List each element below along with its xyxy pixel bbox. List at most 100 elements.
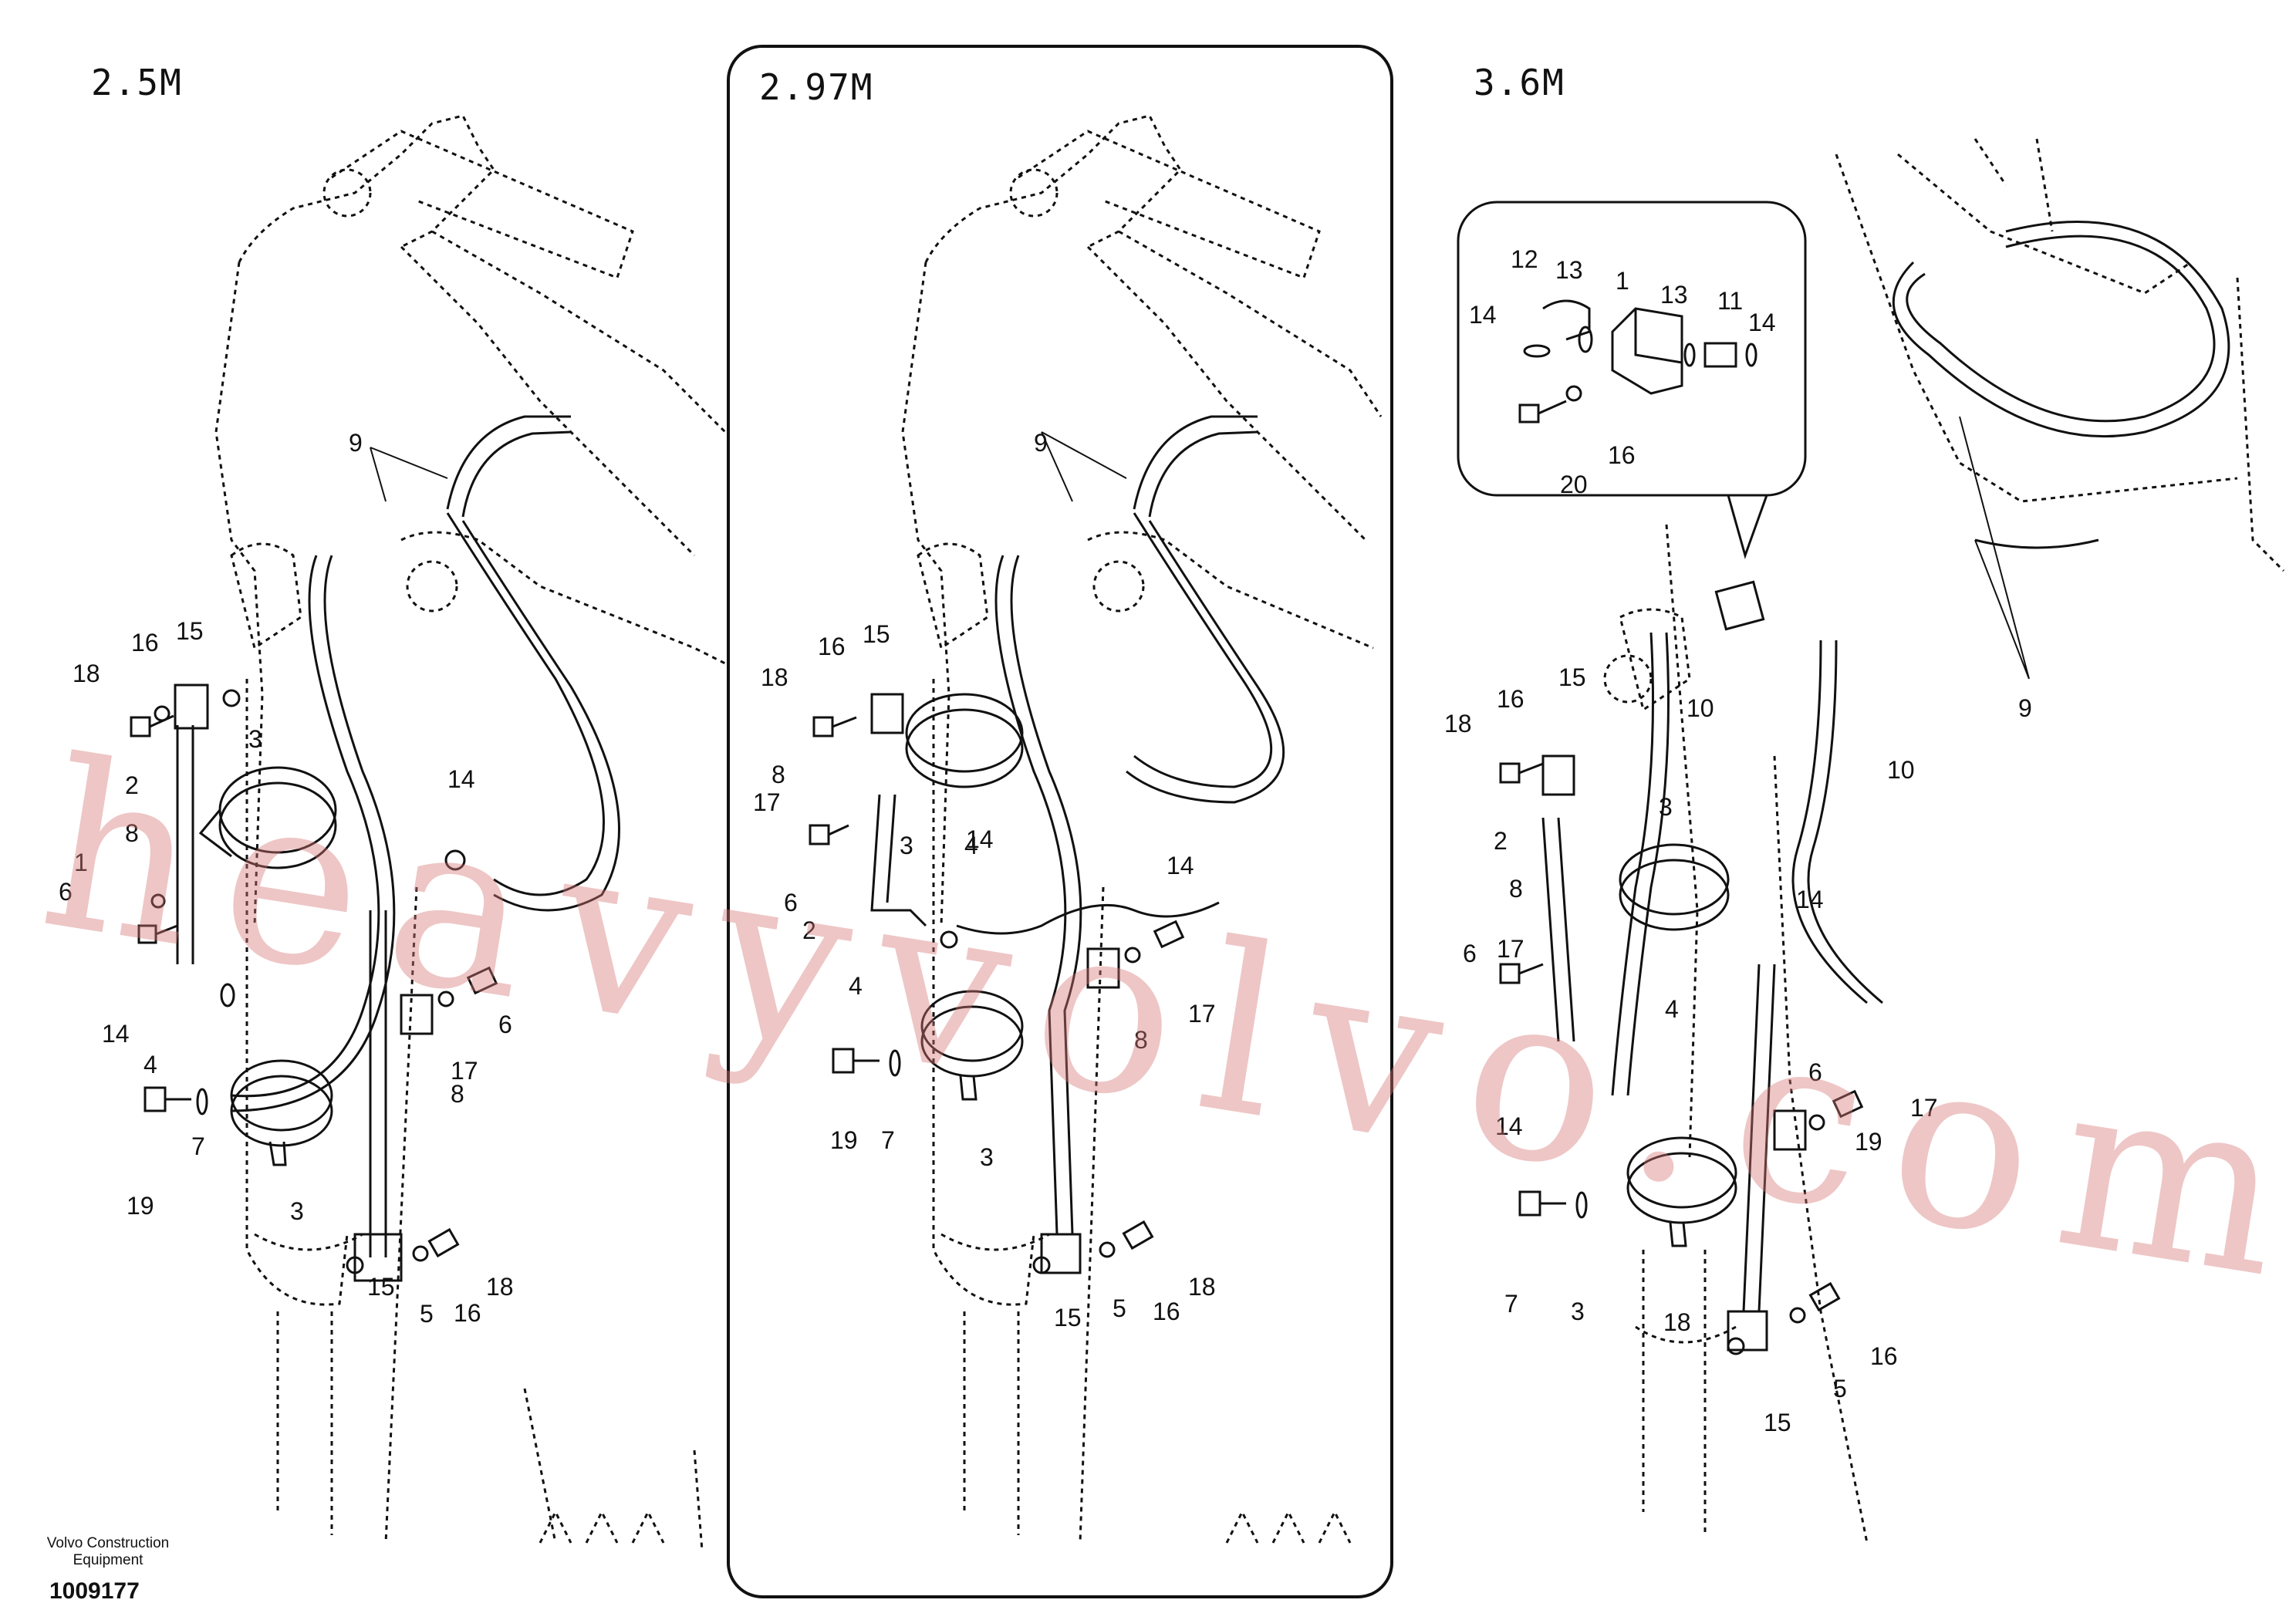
leader-lines (370, 416, 2030, 680)
callout-panel2-4: 4 (964, 832, 978, 859)
callout-panel3-11: 11 (1717, 287, 1744, 315)
bolts-panel1 (130, 689, 498, 1274)
callout-panel1-3: 3 (248, 725, 262, 753)
callout-panel2-8: 8 (1134, 1026, 1148, 1054)
callout-panel2-3: 3 (900, 832, 913, 859)
callout-panel3-16: 16 (1608, 441, 1636, 469)
callout-panel2-8: 8 (772, 761, 785, 788)
hoses-panel2 (870, 415, 1285, 1274)
clamps-panel3 (1619, 843, 1737, 1247)
callout-panel3-13: 13 (1555, 256, 1583, 284)
callout-panel3-9: 9 (2018, 694, 2032, 722)
hoses-panel3 (1541, 221, 2230, 1352)
callout-panel2-15: 15 (863, 620, 890, 648)
callout-panel1-16: 16 (454, 1299, 481, 1327)
callout-panel2-9: 9 (1034, 429, 1048, 457)
callout-panel2-7: 7 (881, 1126, 895, 1154)
callout-panel3-10: 10 (1887, 756, 1915, 784)
panel-frame-2-97m (727, 45, 1393, 1598)
callout-panel2-4: 4 (849, 972, 863, 1000)
callout-panel2-14: 14 (966, 825, 994, 853)
callout-panel3-3: 3 (1571, 1298, 1585, 1325)
boom-outline-panel1 (214, 114, 727, 1551)
callout-panel3-6: 6 (1808, 1058, 1822, 1086)
callout-panel2-17: 17 (1188, 1000, 1216, 1028)
callout-panel3-17: 17 (1497, 935, 1524, 963)
callout-panel2-15: 15 (1054, 1304, 1082, 1331)
bolts-panel2 (809, 716, 1185, 1274)
footer-brand-line1: Volvo Construction (46, 1535, 170, 1551)
panel-title-2-97m: 2.97M (759, 66, 874, 108)
callout-panel3-1: 1 (1616, 267, 1629, 295)
callout-panel1-15: 15 (176, 617, 204, 645)
bolts-panel3 (1499, 762, 1864, 1355)
callout-panel3-13: 13 (1660, 281, 1688, 309)
callout-panel3-2: 2 (1494, 827, 1508, 855)
callout-panel3-7: 7 (1504, 1290, 1518, 1318)
callout-panel1-17: 17 (451, 1057, 478, 1085)
callout-panel1-14: 14 (102, 1020, 130, 1048)
callout-panel2-16: 16 (1153, 1298, 1180, 1325)
callout-panel1-18: 18 (73, 660, 100, 687)
callout-panel3-6: 6 (1463, 940, 1477, 967)
callout-panel3-4: 4 (1665, 995, 1679, 1023)
callout-panel3-17: 17 (1910, 1094, 1938, 1122)
callout-panel1-19: 19 (127, 1192, 154, 1220)
callout-panel1-5: 5 (420, 1300, 434, 1328)
callout-panel3-3: 3 (1659, 793, 1673, 821)
callout-panel2-17: 17 (753, 788, 781, 816)
callout-panel3-14: 14 (1469, 301, 1497, 329)
callout-panel2-5: 5 (1113, 1294, 1126, 1322)
drawing-number: 1009177 (49, 1578, 140, 1604)
boom-outline-panel3 (1603, 138, 2285, 1544)
callout-panel1-15: 15 (367, 1273, 395, 1301)
detail-parts (1518, 299, 1757, 424)
callout-panel2-6: 6 (784, 889, 798, 916)
callout-panel3-14: 14 (1796, 886, 1824, 913)
callout-panel2-18: 18 (1188, 1273, 1216, 1301)
callout-panel1-7: 7 (191, 1132, 205, 1160)
callout-panel1-2: 2 (125, 771, 139, 799)
callout-panel3-20: 20 (1560, 471, 1588, 498)
callout-panel3-14: 14 (1495, 1112, 1523, 1140)
callout-panel3-19: 19 (1855, 1128, 1882, 1156)
fitting-block-8 (400, 994, 434, 1035)
callout-panel3-18: 18 (1663, 1308, 1691, 1336)
footer-brand-line2: Equipment (73, 1552, 144, 1568)
callout-panel1-6: 6 (498, 1011, 512, 1038)
fitting-block-2 (174, 683, 209, 730)
callout-panel2-2: 2 (802, 916, 816, 944)
callout-panel1-4: 4 (144, 1051, 157, 1078)
callout-panel3-8: 8 (1509, 875, 1523, 903)
callout-panel2-18: 18 (761, 663, 788, 691)
callout-panel1-16: 16 (131, 629, 159, 656)
callout-panel1-6: 6 (59, 878, 73, 906)
callout-panel1-3: 3 (290, 1197, 304, 1225)
callout-panel3-15: 15 (1764, 1409, 1791, 1436)
callout-panel3-12: 12 (1511, 245, 1538, 273)
callout-panel2-3: 3 (980, 1143, 994, 1171)
callout-panel2-14: 14 (1167, 852, 1194, 879)
callout-panel1-1: 1 (74, 849, 88, 876)
callout-panel2-16: 16 (818, 633, 846, 660)
callout-panel3-14: 14 (1748, 309, 1776, 336)
callout-panel3-5: 5 (1833, 1375, 1847, 1402)
hoses-panel1 (174, 415, 620, 1282)
callout-panel3-16: 16 (1497, 685, 1524, 713)
callout-panel1-8: 8 (125, 819, 139, 847)
clamps-panel1 (198, 766, 337, 1166)
callout-panel1-18: 18 (486, 1273, 514, 1301)
callout-panel1-8: 8 (451, 1080, 464, 1108)
callout-panel2-19: 19 (830, 1126, 858, 1154)
callout-panel3-15: 15 (1558, 663, 1586, 691)
panel-title-3-6m: 3.6M (1474, 62, 1565, 103)
callout-panel3-16: 16 (1870, 1342, 1898, 1370)
callout-panel3-18: 18 (1444, 710, 1472, 737)
callout-panel3-10: 10 (1687, 694, 1714, 722)
callout-panel1-9: 9 (349, 429, 363, 457)
panel-title-2-5m: 2.5M (91, 62, 183, 103)
clamps-panel2 (905, 693, 1024, 1101)
footer-brand: Volvo Construction Equipment (15, 1535, 201, 1569)
